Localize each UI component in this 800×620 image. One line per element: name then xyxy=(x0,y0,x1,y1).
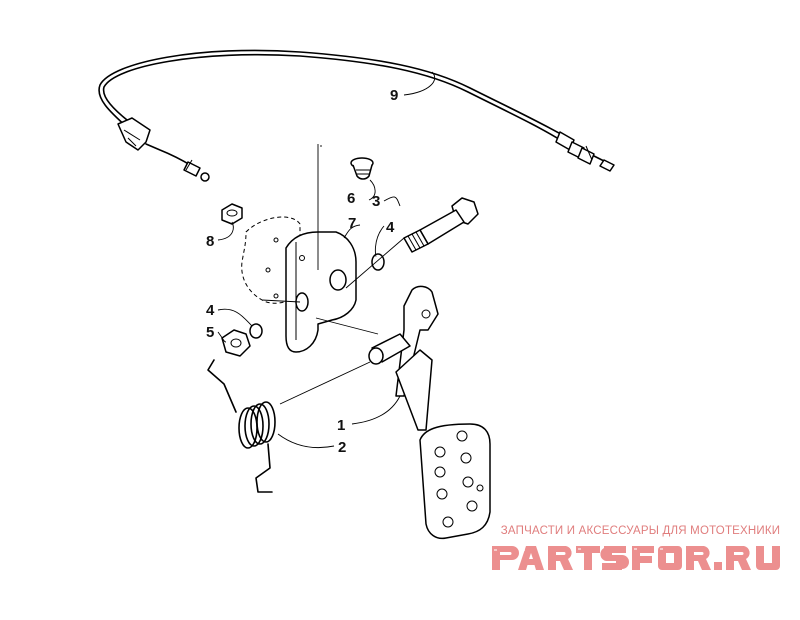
callout-3: 3 xyxy=(372,193,380,210)
mounting-bracket xyxy=(285,231,357,353)
nut-small xyxy=(221,203,243,225)
callout-7: 7 xyxy=(348,215,356,232)
throttle-pedal xyxy=(368,285,491,540)
watermark-caption: ЗАПЧАСТИ И АКСЕССУАРЫ ДЛЯ МОТОТЕХНИКИ xyxy=(500,525,781,537)
lock-nut xyxy=(221,329,251,357)
throttle-cable xyxy=(98,49,615,182)
callout-8: 8 xyxy=(206,233,214,250)
callout-4-upper: 4 xyxy=(386,219,395,236)
callout-1: 1 xyxy=(337,417,345,434)
partsfor-logo xyxy=(492,546,780,570)
screw xyxy=(350,157,374,180)
callout-6: 6 xyxy=(347,190,355,207)
return-spring xyxy=(207,359,276,493)
callout-2: 2 xyxy=(338,439,346,456)
callout-4-lower: 4 xyxy=(206,302,215,319)
pivot-bolt xyxy=(403,197,479,253)
callout-9: 9 xyxy=(390,87,398,104)
callout-5: 5 xyxy=(206,324,214,341)
watermark: ЗАПЧАСТИ И АКСЕССУАРЫ ДЛЯ МОТОТЕХНИКИ xyxy=(488,525,793,537)
o-ring-lower xyxy=(249,323,263,339)
